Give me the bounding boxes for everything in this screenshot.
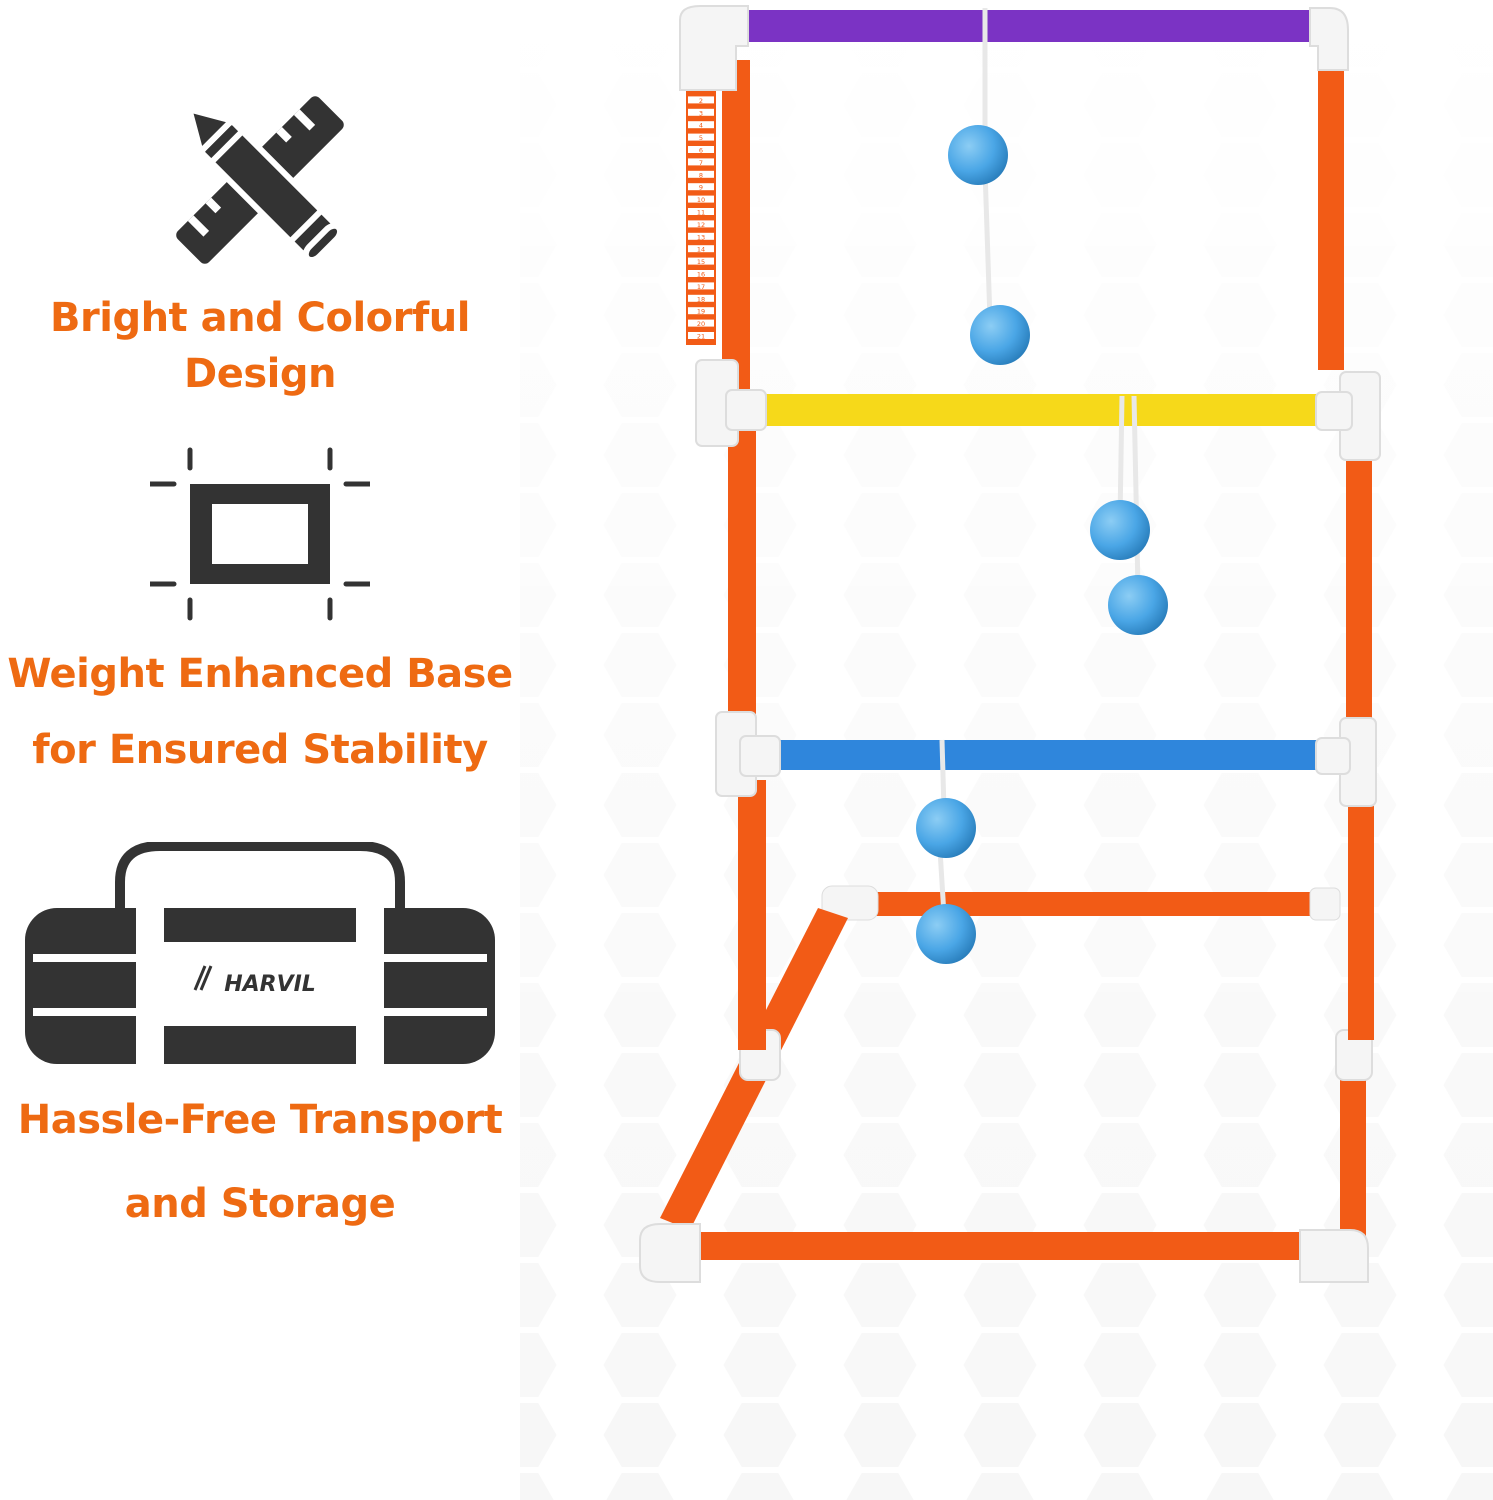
- score-stripe: [688, 307, 714, 315]
- feature-caption-line2: for Ensured Stability: [32, 727, 488, 773]
- score-number: 20: [697, 320, 705, 328]
- score-stripe: [688, 270, 714, 277]
- right-pole-lower: [1348, 800, 1374, 1040]
- bola-ball: [1090, 500, 1150, 560]
- bola-ball: [916, 798, 976, 858]
- base-back-bar: [821, 885, 1341, 921]
- score-stripe: [688, 195, 714, 203]
- score-stripe: [688, 208, 714, 215]
- left-pole-lower: [738, 780, 766, 1050]
- score-stripe: [688, 158, 714, 166]
- score-number: 8: [699, 171, 703, 179]
- score-stripe: [688, 245, 714, 253]
- score-number: 15: [697, 258, 705, 266]
- top-left-corner: [679, 5, 749, 91]
- feature-weighted-base: Weight Enhanced Base for Ensured Stabili…: [0, 442, 520, 778]
- score-stripe: [688, 232, 714, 240]
- score-stripe: [688, 282, 714, 290]
- score-stripe: [688, 108, 714, 116]
- feature-caption-line1: Weight Enhanced Base: [7, 651, 513, 697]
- bola-ball: [948, 125, 1008, 185]
- middle-left-tee-socket: [725, 389, 767, 431]
- bottom-right-tee-socket: [1315, 737, 1351, 775]
- score-stripe: [688, 121, 714, 129]
- bola-ball: [970, 305, 1030, 365]
- score-number: 3: [699, 109, 703, 117]
- score-number: 9: [699, 184, 703, 192]
- score-number: 19: [697, 308, 705, 316]
- ladder-toss-product-image: 123456789101112131415161718192021: [639, 5, 1381, 1283]
- score-number: 5: [699, 134, 703, 142]
- feature-caption-line1: Hassle-Free Transport: [17, 1097, 503, 1143]
- left-pole-upper: [722, 60, 750, 390]
- feature-colorful-design: Bright and Colorful Design: [0, 88, 520, 402]
- base-front-bar: [690, 1232, 1330, 1260]
- score-number: 4: [699, 122, 703, 130]
- carry-bag-icon: HARVIL: [25, 842, 495, 1064]
- bola-ball: [1108, 575, 1168, 635]
- score-number: 16: [697, 271, 705, 279]
- score-stripe: [688, 220, 714, 228]
- score-stripe: [688, 319, 714, 327]
- feature-caption-line2: and Storage: [124, 1181, 396, 1227]
- score-number: 17: [697, 283, 705, 291]
- right-pole-middle: [1346, 450, 1372, 720]
- score-tracker: 123456789101112131415161718192021: [686, 80, 716, 345]
- score-stripe: [688, 257, 714, 265]
- score-stripe: [688, 170, 714, 178]
- bottom-left-tee-socket: [739, 735, 781, 777]
- score-number: 2: [699, 97, 703, 105]
- score-number: 6: [699, 147, 703, 155]
- top-rung: [745, 10, 1313, 42]
- bola-ball: [916, 904, 976, 964]
- weight-base-frame-icon: [150, 447, 370, 621]
- score-number: 14: [697, 246, 705, 254]
- score-number: 13: [697, 233, 705, 241]
- score-stripe: [688, 96, 714, 104]
- middle-rung: [758, 394, 1320, 426]
- score-stripe: [688, 332, 714, 339]
- score-stripe: [688, 294, 714, 302]
- bottom-rung: [770, 740, 1320, 770]
- base-corner-right: [1299, 1229, 1369, 1283]
- score-number: 11: [697, 209, 705, 217]
- feature-transport-storage: HARVIL Hassle-Free Transport and Storage: [0, 842, 520, 1232]
- score-stripe: [688, 183, 714, 191]
- score-number: 21: [697, 333, 705, 341]
- score-number: 10: [697, 196, 705, 204]
- design-pencil-ruler-icon: [176, 96, 344, 264]
- score-stripe: [688, 146, 714, 153]
- top-right-corner: [1309, 7, 1349, 71]
- middle-right-tee-socket: [1315, 391, 1353, 431]
- left-pole-middle: [728, 420, 756, 720]
- score-number: 7: [699, 159, 703, 167]
- base-corner-left: [639, 1223, 701, 1283]
- right-pole-upper: [1318, 40, 1344, 370]
- score-number: 18: [697, 295, 705, 303]
- bag-brand-text: HARVIL: [224, 972, 316, 997]
- score-number: 12: [697, 221, 705, 229]
- feature-caption: Bright and Colorful Design: [50, 295, 470, 397]
- score-stripe: [688, 133, 714, 141]
